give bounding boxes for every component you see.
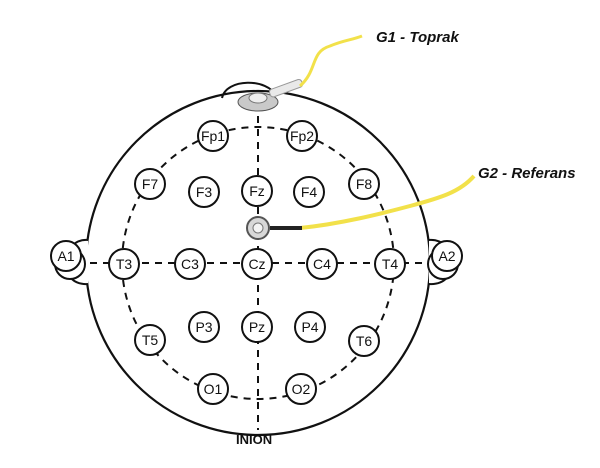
electrode-label: T5 xyxy=(142,332,159,348)
electrode-label: Cz xyxy=(248,256,265,272)
inion-label: INION xyxy=(236,432,272,447)
electrode-fz: Fz xyxy=(241,175,273,207)
electrode-label: F4 xyxy=(301,184,318,200)
electrode-circle xyxy=(431,240,463,272)
electrode-circle xyxy=(348,168,380,200)
ground-wire xyxy=(298,34,363,88)
electrode-circle xyxy=(348,325,380,357)
reference-label: G2 - Referans xyxy=(478,165,576,182)
electrode-label: Pz xyxy=(249,319,265,335)
electrode-t5: T5 xyxy=(134,324,166,356)
electrode-label: A1 xyxy=(57,248,74,264)
electrode-circle xyxy=(197,373,229,405)
electrode-label: C4 xyxy=(313,256,331,272)
electrode-label: T6 xyxy=(356,333,373,349)
electrode-circle xyxy=(50,240,82,272)
electrode-label: O2 xyxy=(292,381,311,397)
ground-electrode-device xyxy=(237,78,303,112)
electrode-circle xyxy=(241,248,273,280)
electrode-label: T4 xyxy=(382,256,399,272)
electrode-label: Fp2 xyxy=(290,128,314,144)
electrode-circle xyxy=(174,248,206,280)
electrode-label: Fp1 xyxy=(201,128,225,144)
electrode-f4: F4 xyxy=(293,176,325,208)
electrode-label: A2 xyxy=(438,248,455,264)
electrode-f3: F3 xyxy=(188,176,220,208)
electrode-circle xyxy=(134,168,166,200)
reference-electrode-cz xyxy=(246,216,270,240)
electrode-label: F3 xyxy=(196,184,213,200)
electrode-cz: Cz xyxy=(241,248,273,280)
electrode-fp1: Fp1 xyxy=(197,120,229,152)
electrode-p4: P4 xyxy=(294,311,326,343)
electrode-t4: T4 xyxy=(374,248,406,280)
electrode-label: O1 xyxy=(204,381,223,397)
electrode-circle xyxy=(286,120,318,152)
electrode-label: F8 xyxy=(356,176,373,192)
electrode-fp2: Fp2 xyxy=(286,120,318,152)
electrode-circle xyxy=(241,175,273,207)
electrode-t6: T6 xyxy=(348,325,380,357)
electrode-circle xyxy=(108,248,140,280)
electrode-o1: O1 xyxy=(197,373,229,405)
electrode-t3: T3 xyxy=(108,248,140,280)
electrode-circle xyxy=(197,120,229,152)
electrode-label: P3 xyxy=(195,319,212,335)
electrode-label: T3 xyxy=(116,256,133,272)
ground-label: G1 - Toprak xyxy=(376,29,459,46)
electrode-circle xyxy=(134,324,166,356)
electrode-circle xyxy=(294,311,326,343)
electrode-label: P4 xyxy=(301,319,318,335)
electrode-label: Fz xyxy=(249,183,265,199)
electrode-circle xyxy=(374,248,406,280)
electrode-f8: F8 xyxy=(348,168,380,200)
electrode-circle xyxy=(293,176,325,208)
electrode-o2: O2 xyxy=(285,373,317,405)
electrode-pz: Pz xyxy=(241,311,273,343)
electrode-f7: F7 xyxy=(134,168,166,200)
electrode-circle xyxy=(241,311,273,343)
electrode-circle xyxy=(285,373,317,405)
electrode-a1: A1 xyxy=(50,240,86,280)
electrode-a2: A2 xyxy=(427,240,463,280)
reference-wire xyxy=(299,174,476,230)
electrode-label: F7 xyxy=(142,176,159,192)
electrode-label: C3 xyxy=(181,256,199,272)
electrode-p3: P3 xyxy=(188,311,220,343)
electrode-circle xyxy=(188,176,220,208)
electrode-circle xyxy=(306,248,338,280)
electrode-circle xyxy=(188,311,220,343)
electrode-c3: C3 xyxy=(174,248,206,280)
electrode-c4: C4 xyxy=(306,248,338,280)
